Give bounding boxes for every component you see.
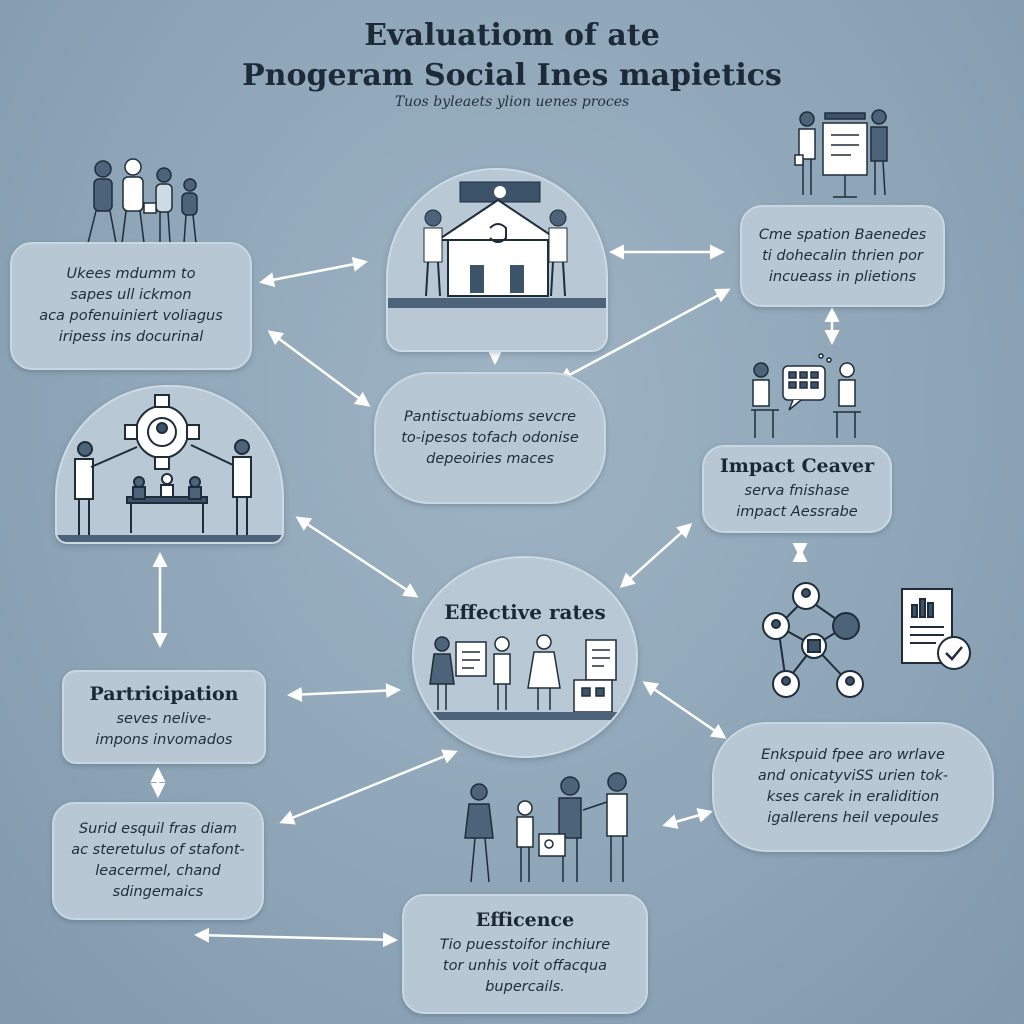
center-line-1: Pantisctuabioms sevcre — [403, 408, 577, 425]
presentation-board-icon — [794, 109, 888, 198]
efficiency-heading: Efficence — [475, 909, 575, 931]
bottom-right-line-4: igallerens heil vepoules — [767, 810, 939, 826]
arrow-gear-effective — [295, 516, 419, 598]
top-right-line-1: Cme spation Baenedes — [758, 226, 927, 243]
center-info-box: Pantisctuabioms sevcre to-ipesos tofach … — [374, 372, 606, 504]
team-handshake-icon — [464, 772, 628, 883]
center-line-3: depeoiries maces — [426, 450, 554, 467]
efficiency-box: Efficence Tio puesstoifor inchiure tor u… — [402, 894, 648, 1014]
top-left-line-4: iripess ins docurinal — [58, 329, 204, 345]
network-icon — [762, 582, 864, 698]
family-group-icon — [78, 158, 218, 246]
team-review-icon — [414, 634, 636, 720]
arrow-topleft-house — [259, 256, 368, 288]
arrow-topright-center — [557, 288, 731, 382]
impact-line-2: impact Aessrabe — [736, 503, 858, 520]
bottom-left-line-2: ac steretulus of stafont- — [71, 842, 245, 858]
effective-rates-circle: Effective rates — [412, 556, 638, 758]
participation-line-2: impons invomados — [95, 731, 233, 748]
bottom-left-line-3: leacermel, chand — [95, 863, 221, 879]
arrow-effective-bottomleft — [279, 749, 458, 825]
diagram-title-line2: Pnogeram Social Ines mapietics — [242, 58, 782, 93]
report-check-icon — [901, 588, 971, 670]
participation-heading: Partricipation — [89, 682, 239, 705]
top-left-line-2: sapes ull ickmon — [70, 287, 192, 303]
arrow-bottomright-people — [662, 808, 713, 829]
community-house-circle — [386, 168, 608, 352]
arrow-bottomleft-efficiency — [194, 927, 398, 948]
bottom-left-line-1: Surid esquil fras diam — [78, 821, 238, 837]
diagram-title-line1: Evaluatiom of ate — [364, 18, 660, 53]
arrow-effective-bottomright — [642, 681, 727, 739]
top-left-line-3: aca pofenuiniert voliagus — [39, 308, 223, 324]
arrow-topleft-center — [267, 330, 371, 407]
bottom-right-line-3: kses carek in eralidition — [766, 789, 940, 805]
house-icon — [388, 181, 606, 308]
efficiency-line-3: bupercails. — [485, 979, 565, 995]
bottom-right-info-box: Enkspuid fpee aro wrlave and onicatyviSS… — [712, 722, 994, 852]
bottom-left-line-4: sdingemaics — [112, 884, 204, 900]
bottom-left-info-box: Surid esquil fras diam ac steretulus of … — [52, 802, 264, 920]
top-left-line-1: Ukees mdumm to — [66, 266, 196, 282]
effective-rates-heading: Effective rates — [444, 600, 606, 624]
gear-icon — [57, 394, 282, 542]
arrow-impact-effective — [619, 522, 693, 589]
impact-box: Impact Ceaver serva fnishase impact Aess… — [702, 445, 892, 533]
center-line-2: to-ipesos tofach odonise — [401, 429, 579, 446]
bottom-right-line-2: and onicatyviSS urien tok- — [757, 768, 949, 784]
top-right-line-2: ti dohecalin thrien por — [762, 247, 923, 264]
top-right-info-box: Cme spation Baenedes ti dohecalin thrien… — [740, 205, 945, 307]
discussion-chat-icon — [751, 353, 861, 438]
top-right-line-3: incueass in plietions — [768, 268, 917, 285]
efficiency-line-2: tor unhis voit offacqua — [442, 958, 608, 974]
impact-line-1: serva fnishase — [744, 482, 850, 499]
arrow-participation-effective — [287, 683, 401, 702]
diagram-subtitle: Tuos byleaets ylion uenes proces — [394, 94, 630, 110]
bottom-right-line-1: Enkspuid fpee aro wrlave — [761, 747, 945, 763]
impact-heading: Impact Ceaver — [719, 454, 875, 477]
participation-box: Partricipation seves nelive- impons invo… — [62, 670, 266, 764]
participation-line-1: seves nelive- — [116, 710, 212, 727]
top-left-info-box: Ukees mdumm to sapes ull ickmon aca pofe… — [10, 242, 252, 370]
efficiency-line-1: Tio puesstoifor inchiure — [439, 937, 611, 953]
